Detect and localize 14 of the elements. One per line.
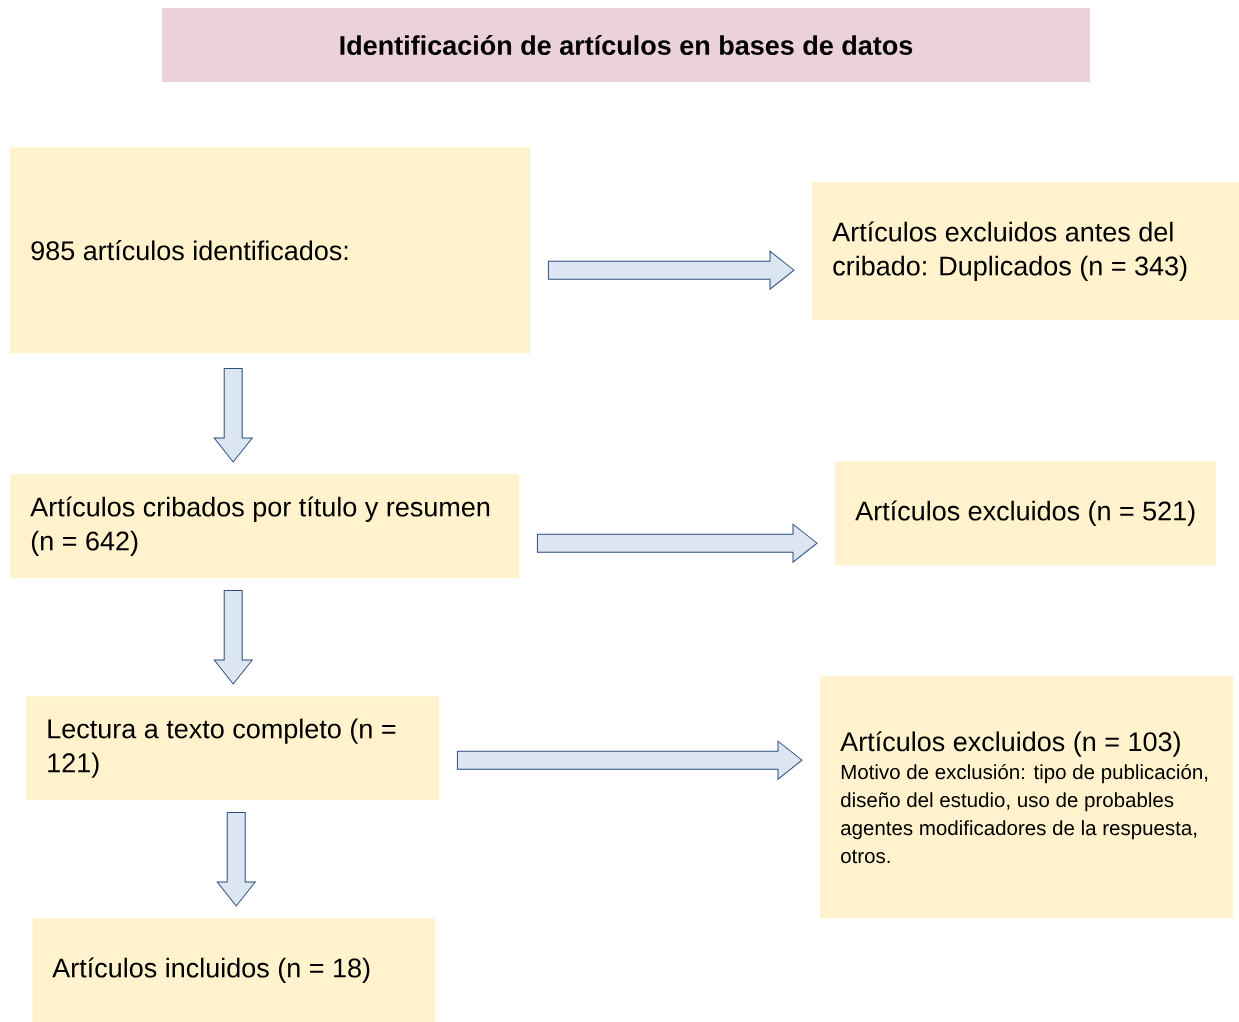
process-box: Artículos cribados por título y resumen (n = 642) xyxy=(10,474,520,579)
block-arrow xyxy=(547,250,795,290)
process-box: Lectura a texto completo (n = 121) xyxy=(26,696,440,801)
process-box: Artículos excluidos antes del cribado: Duplicados (n = 343) xyxy=(812,182,1239,321)
process-box: Artículos excluidos (n = 521) xyxy=(835,461,1217,566)
title-banner: Identificación de artículos en bases de datos xyxy=(162,8,1090,82)
block-arrow xyxy=(536,523,818,563)
process-box: Artículos incluidos (n = 18) xyxy=(32,918,436,1022)
block-arrow xyxy=(456,740,803,780)
process-box: Artículos excluidos (n = 103) Motivo de exclusión: tipo de publicación, diseño del estudio, uso de probables agentes modificadores de la respuesta, otros. xyxy=(820,676,1234,919)
block-arrow xyxy=(216,811,256,907)
block-arrow xyxy=(213,367,253,463)
block-arrow xyxy=(213,589,253,685)
process-box: 985 artículos identificados: xyxy=(10,147,531,354)
